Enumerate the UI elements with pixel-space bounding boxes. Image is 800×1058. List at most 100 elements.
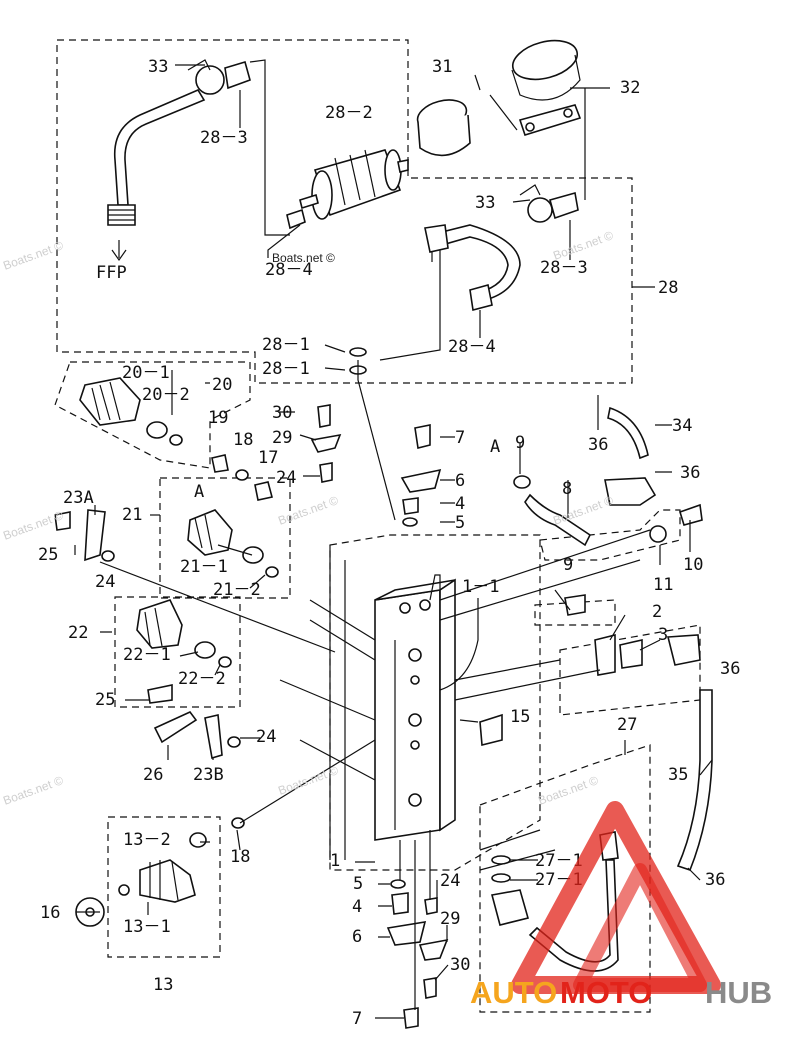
hose-upper-right: [424, 184, 579, 312]
label-36-d: 36: [705, 870, 725, 890]
group-1-boundary: [329, 534, 541, 871]
label-22: 22: [68, 623, 88, 643]
label-1: 1: [330, 851, 340, 871]
label-6-top: 6: [455, 471, 465, 491]
hose-upper-left: [107, 59, 251, 262]
label-ffp: FFP: [96, 263, 127, 283]
bracket-32: [511, 39, 582, 136]
label-36-c: 36: [720, 659, 740, 679]
label-33-top: 33: [148, 57, 168, 77]
label-35: 35: [668, 765, 688, 785]
label-7-top: 7: [455, 428, 465, 448]
label-8: 8: [562, 479, 572, 499]
label-17: 17: [258, 448, 278, 468]
group-28-boundary: [56, 39, 633, 384]
label-7-low: 7: [352, 1009, 362, 1029]
label-9-mid: 9: [563, 555, 573, 575]
label-24-low: 24: [440, 871, 460, 891]
watermark-6: Boats.net ©: [551, 493, 615, 528]
label-28-2: 28－2: [325, 103, 373, 123]
label-23B: 23B: [193, 765, 224, 785]
label-20: 20: [212, 375, 232, 395]
watermark-7: Boats.net ©: [1, 773, 65, 808]
label-28-3-left: 28－3: [200, 128, 248, 148]
label-16: 16: [40, 903, 60, 923]
group-20-boundary: [54, 361, 251, 469]
label-27: 27: [617, 715, 637, 735]
watermark-8: Boats.net ©: [276, 763, 340, 798]
label-36-a: 36: [588, 435, 608, 455]
label-26: 26: [143, 765, 163, 785]
label-36-b: 36: [680, 463, 700, 483]
watermark-1: Boats.net ©: [272, 251, 335, 265]
group-13-boundary: [107, 816, 221, 958]
label-20-2: 20－2: [142, 385, 190, 405]
logo-moto: MOTO: [560, 975, 652, 1010]
label-20-1: 20－1: [122, 363, 170, 383]
label-A-left: A: [194, 482, 204, 502]
label-28-4-left: 28－4: [265, 260, 313, 280]
label-11: 11: [653, 575, 673, 595]
automotohub-logo: AUTO MOTO HUB: [470, 801, 772, 1010]
label-24-top: 24: [276, 468, 296, 488]
label-21-2: 21－2: [213, 580, 261, 600]
label-5-top: 5: [455, 513, 465, 533]
label-2: 2: [652, 602, 662, 622]
label-5-low: 5: [353, 874, 363, 894]
label-28: 28: [658, 278, 678, 298]
watermark-9: Boats.net ©: [536, 773, 600, 808]
label-27-1-a: 27－1: [535, 851, 583, 871]
label-A-right: A: [490, 437, 500, 457]
label-23A: 23A: [63, 488, 94, 508]
label-29-top: 29: [272, 428, 292, 448]
label-18-low: 18: [230, 847, 250, 867]
small-parts: [54, 404, 703, 1029]
label-13-1: 13－1: [123, 917, 171, 937]
label-28-1-a: 28－1: [262, 335, 310, 355]
injector-21: [187, 509, 279, 578]
fuel-rail: [374, 574, 456, 841]
group-9-boundary: [534, 599, 616, 626]
injector-13: [75, 832, 207, 927]
label-29-low: 29: [440, 909, 460, 929]
label-10: 10: [683, 555, 703, 575]
watermark-2: Boats.net ©: [1, 238, 65, 273]
label-4-low: 4: [352, 897, 362, 917]
label-33-right: 33: [475, 193, 495, 213]
logo-auto: AUTO: [470, 975, 557, 1010]
group-21-boundary: [159, 477, 291, 599]
label-15: 15: [510, 707, 530, 727]
injector-20: [79, 377, 183, 446]
label-30-low: 30: [450, 955, 470, 975]
label-13: 13: [153, 975, 173, 995]
watermark-5: Boats.net ©: [276, 493, 340, 528]
label-9-top: 9: [515, 433, 525, 453]
label-28-4-right: 28－4: [448, 337, 496, 357]
label-31: 31: [432, 57, 452, 77]
label-24-mid: 24: [256, 727, 276, 747]
label-24-left: 24: [95, 572, 115, 592]
label-13-2: 13－2: [123, 830, 171, 850]
clamp-28-4: [286, 208, 306, 230]
label-25-left: 25: [38, 545, 58, 565]
label-28-3-right: 28－3: [540, 258, 588, 278]
label-22-1: 22－1: [123, 645, 171, 665]
fuel-filter: [299, 149, 409, 220]
label-32: 32: [620, 78, 640, 98]
o-ring-28-1a: [349, 347, 367, 357]
label-3: 3: [658, 625, 668, 645]
logo-hub: HUB: [705, 975, 772, 1010]
injector-22: [136, 599, 232, 668]
label-28-1-b: 28－1: [262, 359, 310, 379]
label-21-1: 21－1: [180, 557, 228, 577]
label-25-mid: 25: [95, 690, 115, 710]
label-21: 21: [122, 505, 142, 525]
label-1-1: 1－1: [462, 577, 499, 597]
group-22-boundary: [114, 596, 241, 708]
label-30-top: 30: [272, 403, 292, 423]
label-18-top: 18: [233, 430, 253, 450]
leader-lines: [74, 59, 713, 1019]
label-6-low: 6: [352, 927, 362, 947]
